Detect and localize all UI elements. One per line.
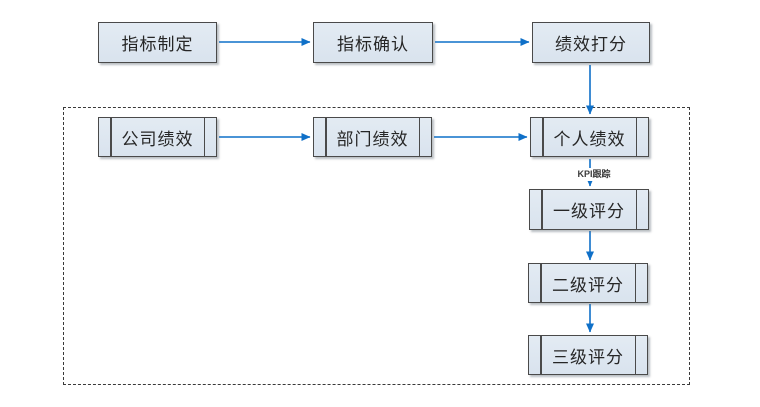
box-performance-scoring: 绩效打分 <box>532 22 650 63</box>
kpi-tracking-label: KPI跟踪 <box>563 168 625 181</box>
box-level3-scoring-label: 三级评分 <box>552 347 624 367</box>
side-bar-right <box>635 190 637 229</box>
box-level1-scoring-label: 一级评分 <box>553 202 625 221</box>
box-indicator-confirm-label: 指标确认 <box>337 35 409 54</box>
side-bar-left <box>110 118 112 156</box>
box-performance-scoring-label: 绩效打分 <box>555 35 627 54</box>
side-bar-left <box>542 118 544 156</box>
side-bar-right <box>418 118 420 156</box>
box-indicator-confirm: 指标确认 <box>313 22 433 63</box>
box-indicator-setup: 指标制定 <box>98 22 217 63</box>
box-indicator-setup-label: 指标制定 <box>121 35 194 54</box>
dashed-group-container <box>63 107 690 385</box>
side-bar-left <box>540 264 542 302</box>
side-bar-right <box>203 118 205 156</box>
side-bar-left <box>541 190 543 229</box>
side-bar-right <box>635 118 637 156</box>
side-bar-right <box>634 336 636 374</box>
box-company-performance-label: 公司绩效 <box>121 129 194 149</box>
box-level3-scoring: 三级评分 <box>528 335 648 375</box>
box-individual-performance: 个人绩效 <box>530 117 649 157</box>
box-individual-performance-label: 个人绩效 <box>553 129 626 149</box>
box-department-performance-label: 部门绩效 <box>336 129 409 149</box>
box-level2-scoring: 二级评分 <box>528 263 648 303</box>
side-bar-left <box>540 336 542 374</box>
box-level1-scoring: 一级评分 <box>529 189 649 230</box>
box-level2-scoring-label: 二级评分 <box>552 275 624 295</box>
side-bar-left <box>325 118 327 156</box>
side-bar-right <box>634 264 636 302</box>
box-department-performance: 部门绩效 <box>313 117 432 157</box>
box-company-performance: 公司绩效 <box>98 117 217 157</box>
